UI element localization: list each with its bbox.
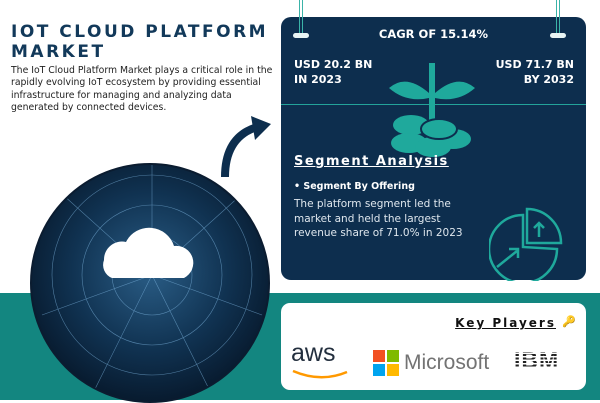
- hanger-hook: [293, 33, 309, 38]
- hanger-pole: [556, 0, 560, 34]
- segment-text: The platform segment led the market and …: [294, 198, 463, 239]
- hanger-pole: [299, 0, 303, 34]
- key-players-card: Key Players 🔑 aws Microsoft IBM: [281, 303, 586, 390]
- cagr-value: CAGR OF 15.14%: [378, 27, 489, 41]
- segment-subheading: • Segment By Offering: [294, 181, 415, 192]
- money-plant-icon: [389, 63, 475, 157]
- description: The IoT Cloud Platform Market plays a cr…: [11, 65, 273, 114]
- key-players-heading: Key Players: [455, 316, 556, 330]
- microsoft-logo: Microsoft: [373, 350, 489, 376]
- pie-growth-icon: [489, 207, 563, 281]
- hanger-hook: [550, 33, 566, 38]
- key-icon: 🔑: [562, 315, 576, 328]
- aws-logo: aws: [291, 339, 348, 379]
- curved-arrow-icon: [221, 116, 271, 178]
- cloud-network-image: [30, 163, 270, 403]
- ibm-logo: IBM: [514, 347, 560, 373]
- segment-heading: Segment Analysis: [294, 154, 449, 169]
